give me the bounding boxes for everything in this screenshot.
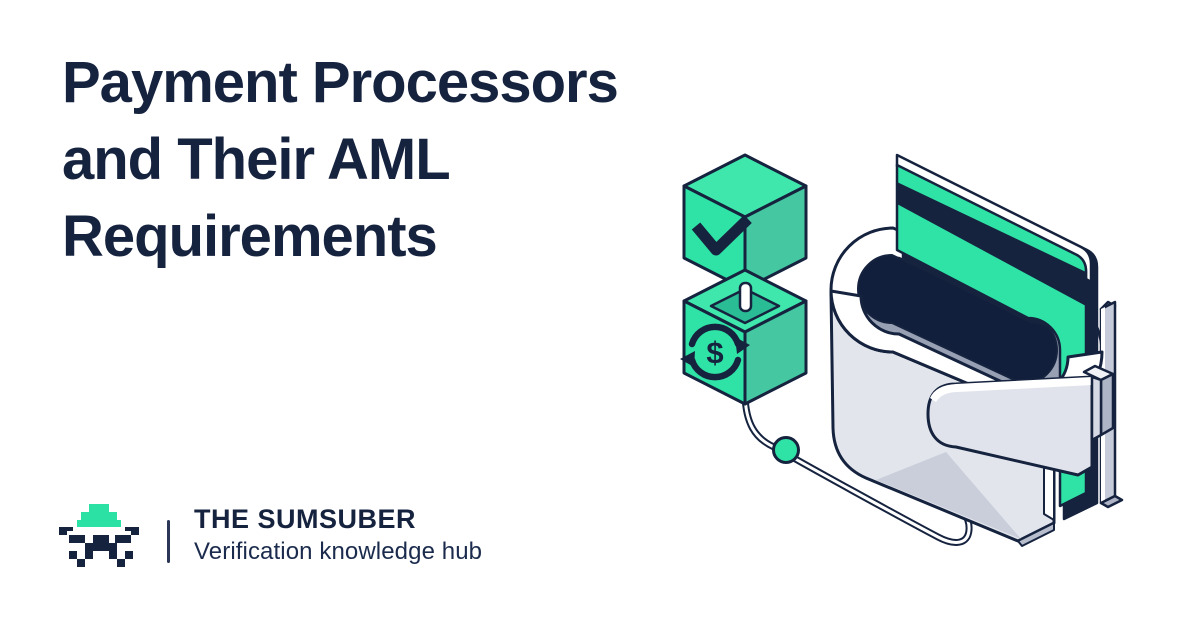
exchange-cube: $ — [680, 268, 808, 406]
brand-name: THE SUMSUBER — [194, 504, 417, 534]
card-stripe — [897, 182, 1086, 306]
headline-line-3: Requirements — [62, 204, 438, 269]
cable-bead — [772, 436, 800, 464]
strap-clasp — [1082, 364, 1115, 442]
headline-line-2: and Their AML — [62, 127, 451, 192]
pixel-mascot-logo-icon — [59, 504, 139, 567]
footer-divider — [167, 520, 170, 563]
page-title: Payment Processors and Their AML Require… — [62, 44, 619, 275]
verification-cube — [682, 153, 808, 291]
svg-text:$: $ — [706, 335, 723, 370]
dollar-exchange-icon: $ — [680, 323, 750, 381]
wallet-shadow — [876, 452, 1021, 539]
wallet-strap — [926, 364, 1115, 477]
credit-card — [895, 153, 1093, 508]
wallet-bottom-face — [1017, 522, 1055, 547]
check-icon — [691, 215, 752, 256]
brand-footer: THE SUMSUBER Verification knowledge hub — [57, 503, 482, 573]
brand-tagline: Verification knowledge hub — [194, 538, 483, 565]
cable — [741, 392, 973, 546]
headline-line-1: Payment Processors — [62, 50, 619, 115]
